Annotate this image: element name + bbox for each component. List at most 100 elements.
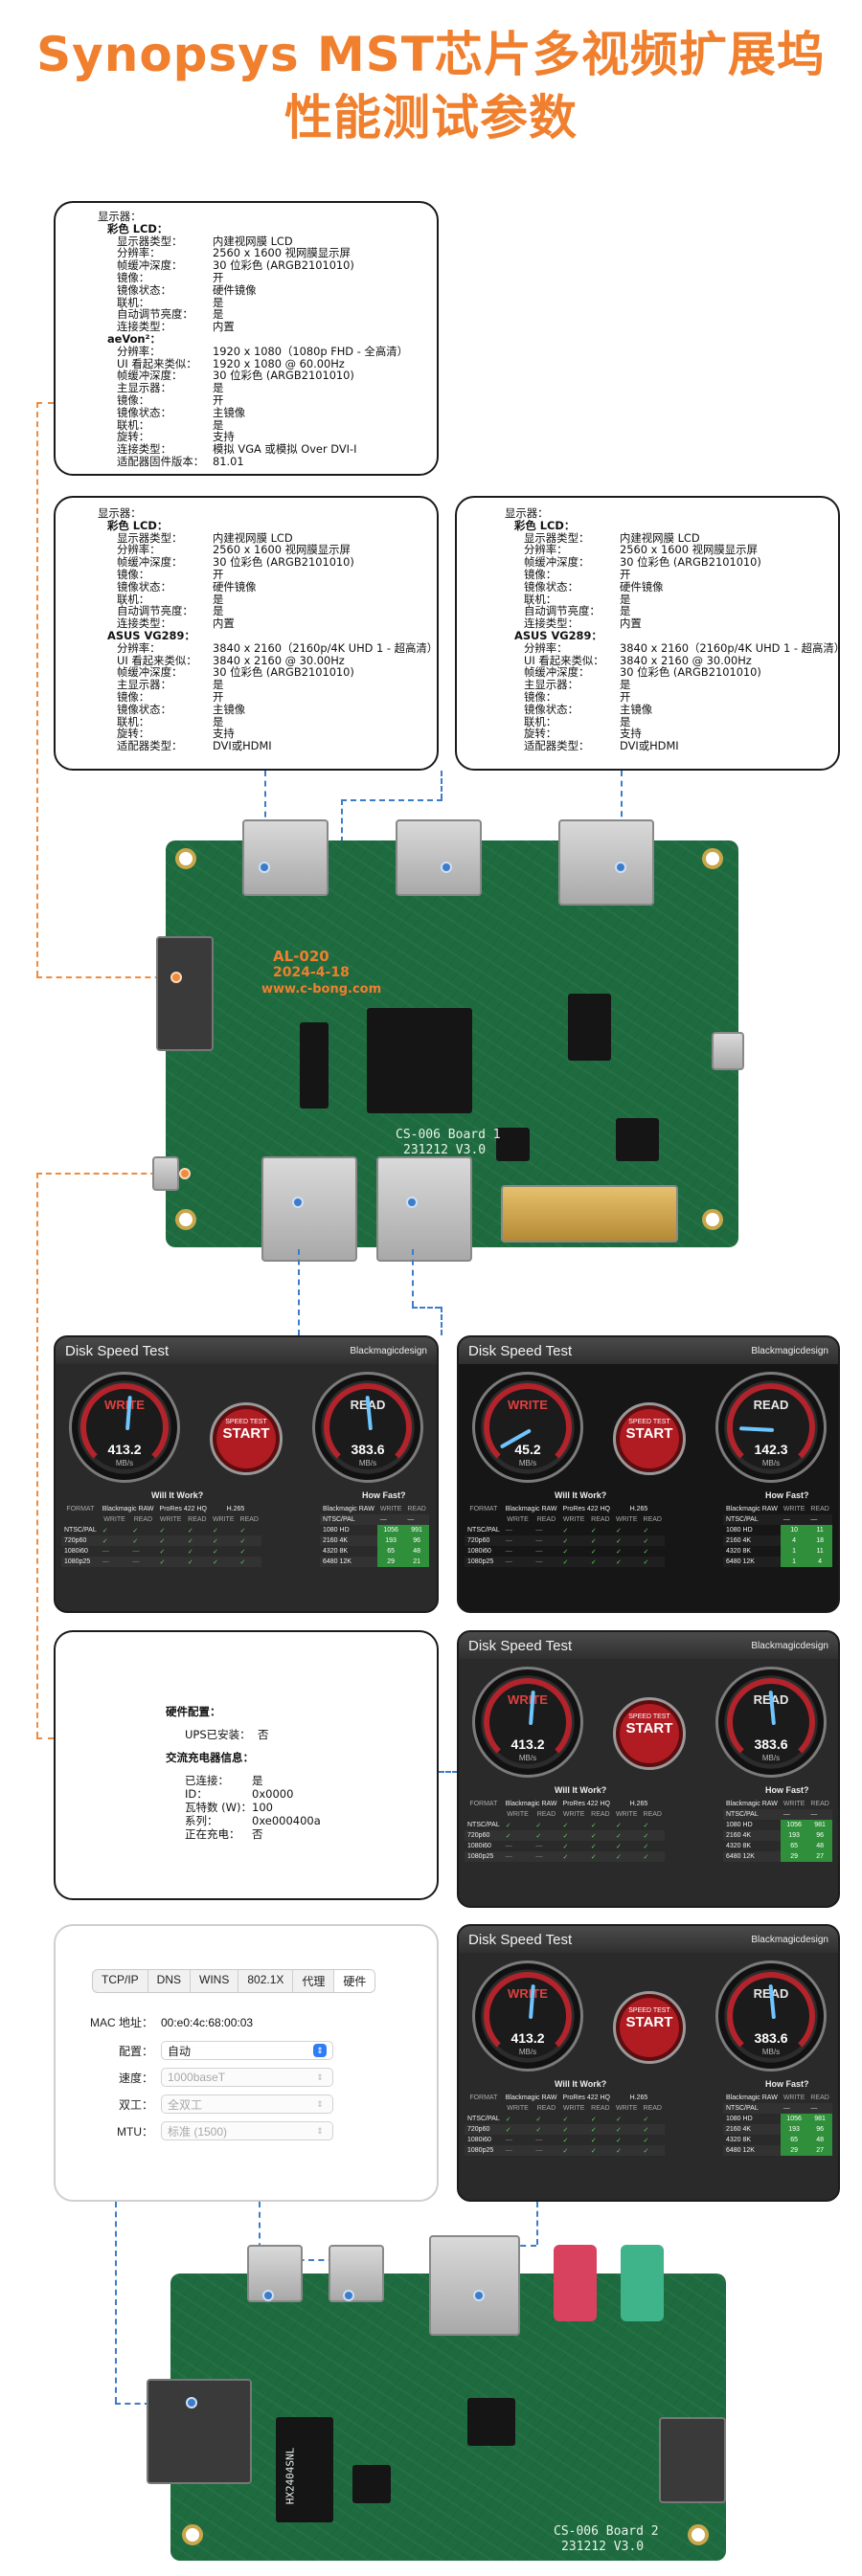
- format-cell: NTSC/PAL: [64, 1527, 97, 1534]
- brand-logo: Blackmagicdesign: [350, 1345, 427, 1356]
- connector-line: [439, 1771, 458, 1773]
- check-icon: ✓: [159, 1527, 166, 1534]
- table-row: 720p60✓✓✓✓✓✓: [465, 2124, 665, 2135]
- check-icon: —: [535, 2137, 543, 2143]
- network-tab[interactable]: TCP/IP: [93, 1970, 148, 1992]
- table-row: NTSC/PAL——: [723, 1514, 832, 1525]
- check-icon: ✓: [502, 2124, 533, 2135]
- info-row: 镜像：开: [524, 689, 631, 704]
- ac-charger-row: 正在充电：否: [185, 1827, 263, 1841]
- usb-a-port-2: [376, 1156, 472, 1262]
- format-cell: 720p60: [465, 1830, 503, 1841]
- info-row: 自动调节亮度：是: [117, 307, 224, 322]
- value-cell: —: [376, 1514, 405, 1525]
- info-row: 适配器类型：DVI或HDMI: [524, 739, 679, 753]
- mtu-select[interactable]: 标准 (1500)⇕: [161, 2121, 333, 2140]
- network-tab[interactable]: 代理: [293, 1970, 335, 1992]
- check-icon: ✓: [502, 1830, 533, 1841]
- ic-chip: [352, 2465, 391, 2503]
- table-header: WRITE: [507, 1811, 529, 1818]
- usb-a-port: [429, 2235, 520, 2336]
- speed-gauge: READ383.6MB/s: [715, 1960, 827, 2072]
- value-cell: 65: [780, 2135, 808, 2145]
- check-icon: ✓: [505, 2116, 511, 2123]
- table-header: ProRes 422 HQ: [562, 1506, 610, 1512]
- board-version-silk: 231212 V3.0: [561, 2540, 645, 2554]
- table-header: FORMAT: [469, 1801, 498, 1807]
- check-icon: ✓: [184, 1557, 210, 1567]
- duplex-select[interactable]: 全双工⇕: [161, 2094, 333, 2114]
- network-tab[interactable]: 硬件: [334, 1970, 375, 1992]
- table-header: READ: [536, 1811, 556, 1818]
- port-marker: [179, 1168, 191, 1179]
- config-select[interactable]: 自动⇕: [161, 2041, 333, 2060]
- table-header: ProRes 422 HQ: [562, 1801, 610, 1807]
- table-header: FORMAT: [66, 1506, 95, 1512]
- ac-charger-row: 瓦特数 (W)：100: [185, 1801, 273, 1814]
- mac-address-row: MAC 地址： 00:e0:4c:68:00:03: [89, 2015, 254, 2030]
- connector-line: [36, 402, 54, 404]
- check-icon: ✓: [615, 2116, 622, 2123]
- gauge-label: WRITE: [508, 1986, 548, 2001]
- connector-line: [441, 1307, 442, 1335]
- check-icon: ✓: [209, 1535, 238, 1546]
- gauge-unit: MB/s: [358, 1459, 377, 1467]
- info-row: UI 看起来类似：3840 x 2160 @ 30.00Hz: [117, 653, 345, 667]
- format-cell: 720p60: [465, 2124, 503, 2135]
- mount-hole: [688, 2524, 709, 2545]
- ic-chip: [467, 2398, 515, 2446]
- gauge-value: 383.6: [351, 1442, 385, 1457]
- format-cell: 720p60: [465, 1535, 503, 1546]
- port-marker: [186, 2397, 197, 2408]
- check-icon: ✓: [559, 1557, 588, 1567]
- connector-line: [36, 1173, 38, 1737]
- info-row: 主显示器：是: [524, 678, 631, 692]
- check-icon: ✓: [562, 1822, 569, 1829]
- speed-select[interactable]: 1000baseT⇕: [161, 2068, 333, 2087]
- port-marker: [259, 862, 270, 873]
- table-header: [61, 1514, 100, 1525]
- info-row: ASUS VG289：: [514, 628, 602, 642]
- table-header: [465, 2103, 503, 2114]
- format-cell: 1080p25: [465, 1851, 503, 1862]
- table-row: 1080i60——✓✓✓✓: [465, 1841, 665, 1851]
- resolution-cell: 6480 12K: [723, 1557, 781, 1567]
- table-header: READ: [133, 1516, 153, 1523]
- check-icon: ✓: [612, 1535, 641, 1546]
- board-date-silk: 2024-4-18: [273, 965, 350, 980]
- gauge-label: WRITE: [104, 1398, 145, 1412]
- check-icon: —: [535, 1527, 543, 1534]
- network-tab[interactable]: 802.1X: [238, 1970, 294, 1992]
- network-tab[interactable]: DNS: [148, 1970, 192, 1992]
- value-cell: 29: [376, 1557, 405, 1567]
- connector-line: [36, 1173, 185, 1175]
- info-row: 主显示器：是: [117, 381, 224, 395]
- check-icon: ✓: [612, 2145, 641, 2156]
- info-row: 镜像状态：硬件镜像: [117, 579, 257, 594]
- mount-hole: [175, 1209, 196, 1230]
- table-row: NTSC/PAL✓✓✓✓✓✓: [465, 1820, 665, 1830]
- value-cell: 11: [807, 1546, 832, 1557]
- network-tab[interactable]: WINS: [191, 1970, 239, 1992]
- chevron-updown-icon: ⇕: [316, 2099, 324, 2109]
- sd-card-slot: [501, 1185, 678, 1243]
- format-cell: 1080p25: [465, 1557, 503, 1567]
- check-icon: ✓: [184, 1535, 210, 1546]
- pcb-board-1: AL-020 2024-4-18 www.c-bong.com CS-006 B…: [152, 819, 744, 1262]
- table-row: NTSC/PAL✓✓✓✓✓✓: [465, 2114, 665, 2124]
- gauge-unit: MB/s: [518, 1459, 537, 1467]
